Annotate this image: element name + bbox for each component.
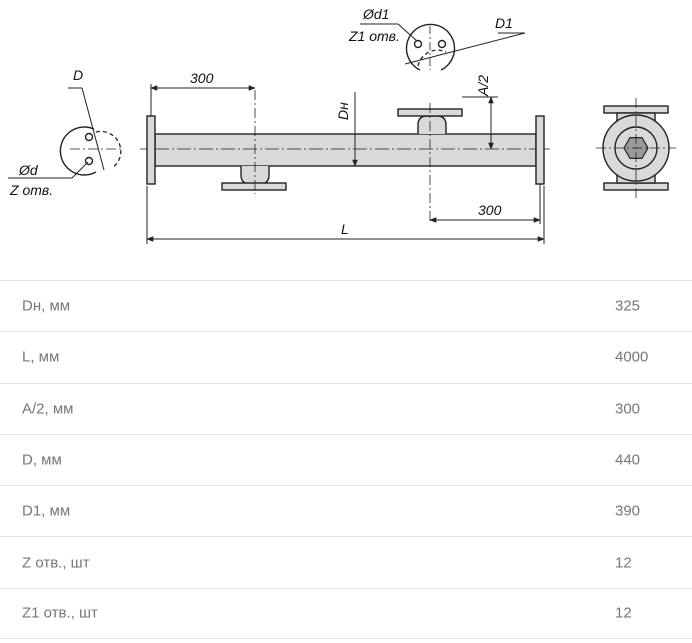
- spec-value: 4000: [615, 348, 649, 366]
- spec-label: Z отв., шт: [22, 554, 90, 572]
- left-flange-detail: D Ød Z отв.: [8, 67, 122, 198]
- od-left-label: Ød: [18, 162, 39, 178]
- left-flange: [146, 115, 156, 185]
- d1-label: D1: [495, 15, 513, 31]
- spec-label: D, мм: [22, 451, 62, 469]
- spec-row: Z1 отв., шт 12: [0, 587, 692, 640]
- dimension-length: L: [146, 186, 545, 244]
- main-pipe: [140, 115, 552, 185]
- spec-value: 390: [615, 502, 641, 520]
- bottom-branch: [221, 90, 287, 194]
- bolt-hole-top: [84, 132, 94, 142]
- dimension-a-half: A/2: [462, 75, 498, 150]
- spec-row: D, мм 440: [0, 433, 692, 485]
- d-left-label: D: [73, 67, 83, 83]
- spec-value: 12: [615, 554, 632, 572]
- technical-drawing: D Ød Z отв. 300 Dн A/2: [8, 6, 676, 244]
- spec-label: A/2, мм: [22, 400, 74, 418]
- spec-row: Dн, мм 325: [0, 280, 692, 331]
- dimension-300-bottom: 300: [429, 184, 541, 224]
- right-flange: [535, 115, 545, 185]
- a-half-label: A/2: [475, 75, 491, 97]
- spec-value: 440: [615, 451, 641, 469]
- top-bolt-hole-left: [413, 39, 423, 49]
- spec-row: A/2, мм 300: [0, 382, 692, 434]
- spec-row: Z отв., шт 12: [0, 536, 692, 587]
- spec-label: L, мм: [22, 348, 60, 366]
- z-holes-label: Z отв.: [9, 182, 53, 198]
- spec-value: 300: [615, 400, 641, 418]
- end-view: [596, 98, 676, 198]
- top-flange-detail: Ød1 Z1 отв. D1: [348, 6, 526, 71]
- pipe-body: [154, 133, 537, 167]
- dim-300-bottom-text: 300: [478, 202, 502, 218]
- dimension-300-top: 300: [150, 70, 256, 116]
- dn-label: Dн: [335, 102, 351, 120]
- od1-label: Ød1: [362, 6, 389, 22]
- dimension-dn: Dн: [335, 92, 358, 167]
- length-label: L: [341, 221, 349, 237]
- spec-table: Dн, мм 325 L, мм 4000 A/2, мм 300 D, мм …: [0, 280, 692, 640]
- spec-label: Z1 отв., шт: [22, 604, 98, 622]
- top-branch: [397, 103, 463, 222]
- spec-label: D1, мм: [22, 502, 71, 520]
- spec-label: Dн, мм: [22, 297, 71, 315]
- top-bolt-hole-right: [437, 39, 447, 49]
- bottom-branch-flange: [221, 182, 287, 191]
- dim-300-top-text: 300: [190, 70, 214, 86]
- spec-row: L, мм 4000: [0, 331, 692, 382]
- spec-value: 325: [615, 297, 641, 315]
- z1-holes-label: Z1 отв.: [348, 28, 400, 44]
- spec-value: 12: [615, 604, 632, 622]
- spec-row: D1, мм 390: [0, 485, 692, 536]
